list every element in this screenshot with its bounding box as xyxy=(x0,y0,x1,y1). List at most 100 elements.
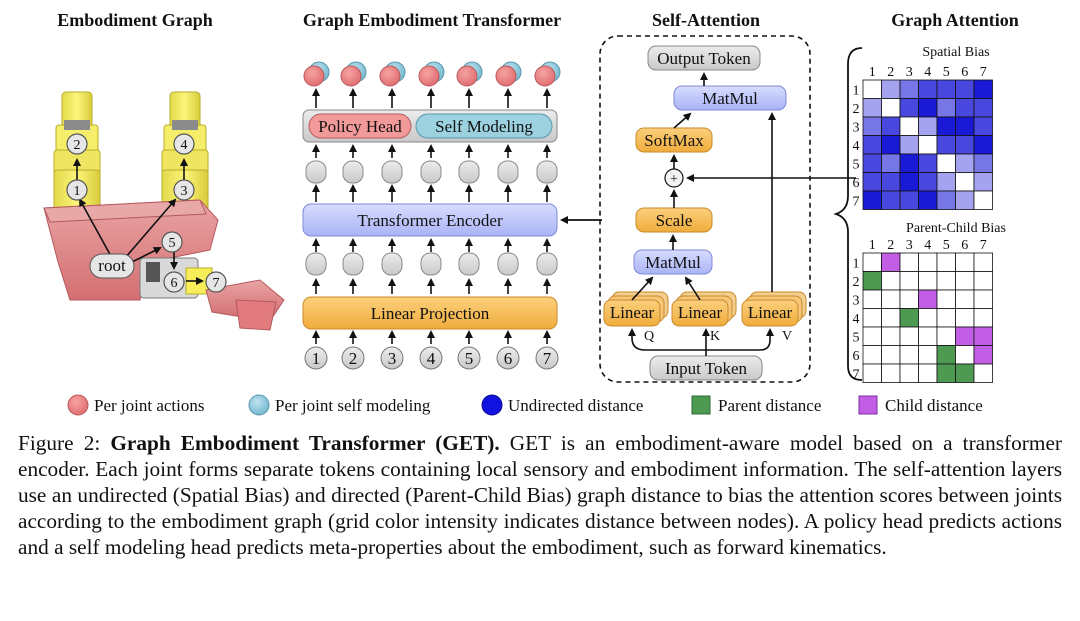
input-joint-token xyxy=(380,346,404,370)
parent-child-row-label: 3 xyxy=(853,293,860,308)
spatial-cell xyxy=(862,153,882,173)
legend-child-swatch xyxy=(858,395,878,415)
parent-child-cell xyxy=(862,363,882,383)
spatial-cell xyxy=(918,79,938,99)
spatial-cell xyxy=(862,98,882,118)
legend-self-modeling-label: Per joint self modeling xyxy=(275,396,431,415)
action-output-token xyxy=(379,65,401,87)
output-token-box xyxy=(647,45,761,71)
spatial-cell xyxy=(936,172,956,192)
matmul-bottom-label: MatMul xyxy=(645,253,701,272)
caption-label: Figure 2: xyxy=(18,431,111,455)
parent-child-row-label: 7 xyxy=(853,367,860,382)
spatial-cell xyxy=(973,172,993,192)
parent-child-cell xyxy=(936,289,956,309)
joint-node-label-2: 2 xyxy=(74,138,81,153)
joint-node-label-7: 7 xyxy=(213,276,220,291)
joint-node-2 xyxy=(66,133,88,155)
parent-child-cell xyxy=(955,289,975,309)
policy-head-label: Policy Head xyxy=(318,117,402,136)
spatial-cell xyxy=(955,135,975,155)
projection-output-token xyxy=(381,252,403,276)
joint-node-6 xyxy=(163,271,185,293)
parent-child-row-label: 4 xyxy=(853,312,860,327)
input-joint-label: 4 xyxy=(427,349,436,368)
parent-child-cell xyxy=(899,363,919,383)
input-joint-token xyxy=(419,346,443,370)
spatial-cell xyxy=(936,116,956,136)
joint-node-label-4: 4 xyxy=(181,138,188,153)
linear-q-label: Linear xyxy=(610,303,655,322)
parent-child-cell xyxy=(918,326,938,346)
linear-k-stack xyxy=(671,291,737,327)
matmul-top-label: MatMul xyxy=(702,89,758,108)
spatial-cell xyxy=(936,153,956,173)
spatial-col-label: 6 xyxy=(961,65,968,80)
legend-actions-label: Per joint actions xyxy=(94,396,204,415)
parent-child-col-label: 2 xyxy=(887,238,894,253)
title-graph-attention: Graph Attention xyxy=(891,10,1019,30)
spatial-cell xyxy=(881,135,901,155)
parent-child-cell xyxy=(899,252,919,272)
parent-child-cell xyxy=(973,289,993,309)
encoder-output-token xyxy=(458,160,480,184)
graph-attention-bracket xyxy=(833,47,863,381)
spatial-cell xyxy=(881,98,901,118)
parent-child-cell xyxy=(862,289,882,309)
parent-child-cell xyxy=(862,345,882,365)
spatial-row-label: 7 xyxy=(853,194,860,209)
transformer-column-5: 5 xyxy=(456,61,483,370)
joint-node-4 xyxy=(173,133,195,155)
spatial-cell xyxy=(918,135,938,155)
legend-actions-swatch xyxy=(67,394,89,416)
projection-output-token xyxy=(342,252,364,276)
parent-child-row-label: 5 xyxy=(853,330,860,345)
parent-child-col-label: 7 xyxy=(980,238,987,253)
spatial-cell xyxy=(955,172,975,192)
figure-caption: Figure 2: Graph Embodiment Transformer (… xyxy=(18,430,1062,560)
transformer-encoder-label: Transformer Encoder xyxy=(357,211,503,230)
spatial-row-label: 6 xyxy=(853,176,860,191)
parent-child-cell xyxy=(881,326,901,346)
spatial-cell xyxy=(918,190,938,210)
spatial-cell xyxy=(862,172,882,192)
input-joint-label: 3 xyxy=(388,349,397,368)
spatial-cell xyxy=(899,116,919,136)
parent-child-col-label: 5 xyxy=(943,238,950,253)
parent-child-col-label: 4 xyxy=(924,238,931,253)
caption-title: Graph Embodiment Transformer (GET). xyxy=(110,431,500,455)
spatial-cell xyxy=(881,153,901,173)
k-label: K xyxy=(710,329,720,344)
parent-child-cell xyxy=(955,326,975,346)
parent-child-cell xyxy=(881,252,901,272)
encoder-output-token xyxy=(342,160,364,184)
joint-node-label-1: 1 xyxy=(74,184,81,199)
spatial-cell xyxy=(862,135,882,155)
self-attention-arrows xyxy=(628,72,856,356)
legend-undirected-swatch xyxy=(481,394,503,416)
self-modeling-label: Self Modeling xyxy=(435,117,533,136)
legend: Per joint actions Per joint self modelin… xyxy=(67,394,983,416)
encoder-output-token xyxy=(536,160,558,184)
spatial-cell xyxy=(899,190,919,210)
output-token-label: Output Token xyxy=(657,49,751,68)
input-joint-token xyxy=(304,346,328,370)
linear-v-label: Linear xyxy=(748,303,793,322)
parent-child-cell xyxy=(918,345,938,365)
action-output-token xyxy=(303,65,325,87)
transformer-column-4: 4 xyxy=(418,61,445,370)
parent-child-cell xyxy=(862,308,882,328)
parent-child-cell xyxy=(899,345,919,365)
spatial-cell xyxy=(973,190,993,210)
spatial-cell xyxy=(881,172,901,192)
parent-child-col-label: 3 xyxy=(906,238,913,253)
parent-child-cell xyxy=(918,308,938,328)
input-joint-token xyxy=(457,346,481,370)
spatial-cell xyxy=(899,98,919,118)
parent-child-cell xyxy=(918,289,938,309)
encoder-output-token xyxy=(420,160,442,184)
parent-child-cell xyxy=(881,308,901,328)
spatial-row-label: 4 xyxy=(853,139,860,154)
parent-child-cell xyxy=(918,271,938,291)
spatial-cell xyxy=(918,172,938,192)
